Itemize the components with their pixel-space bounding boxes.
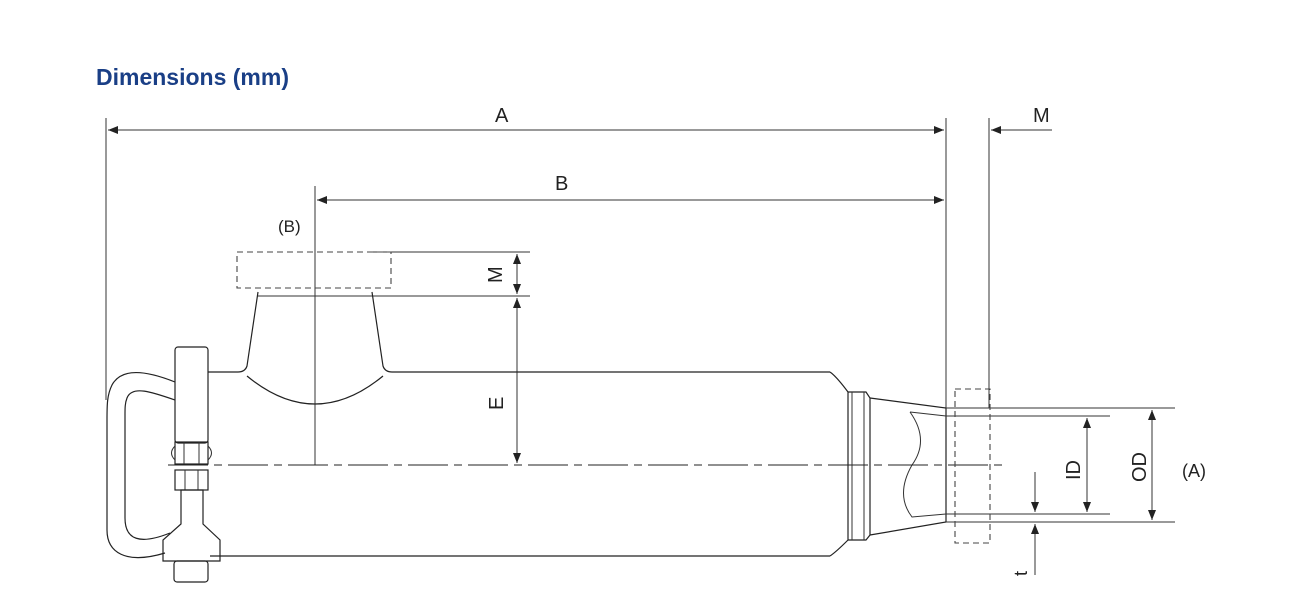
- coupler-outline: [236, 251, 392, 289]
- pipe-section: [946, 407, 1175, 523]
- view-b-label: (B): [278, 217, 301, 236]
- dimension-e-label: E: [486, 397, 508, 410]
- release-valve: [162, 346, 221, 583]
- dimension-m-label: M: [1033, 105, 1050, 127]
- dimension-m-side-label: M: [485, 266, 507, 283]
- coupler-neck: [208, 291, 393, 405]
- page-title: Dimensions (mm): [96, 64, 289, 90]
- dimension-a-label: A: [495, 105, 509, 127]
- extension-lines: [105, 118, 990, 408]
- saddle-outline: [954, 388, 991, 544]
- dimension-b-label: B: [555, 173, 568, 195]
- carry-handle: [106, 372, 176, 559]
- dimension-id-label: ID: [1063, 460, 1085, 480]
- view-a-label: (A): [1182, 461, 1206, 481]
- cylinder-body: [210, 371, 947, 557]
- dimension-t-label: t: [1011, 571, 1031, 576]
- dimension-od-label: OD: [1129, 452, 1151, 482]
